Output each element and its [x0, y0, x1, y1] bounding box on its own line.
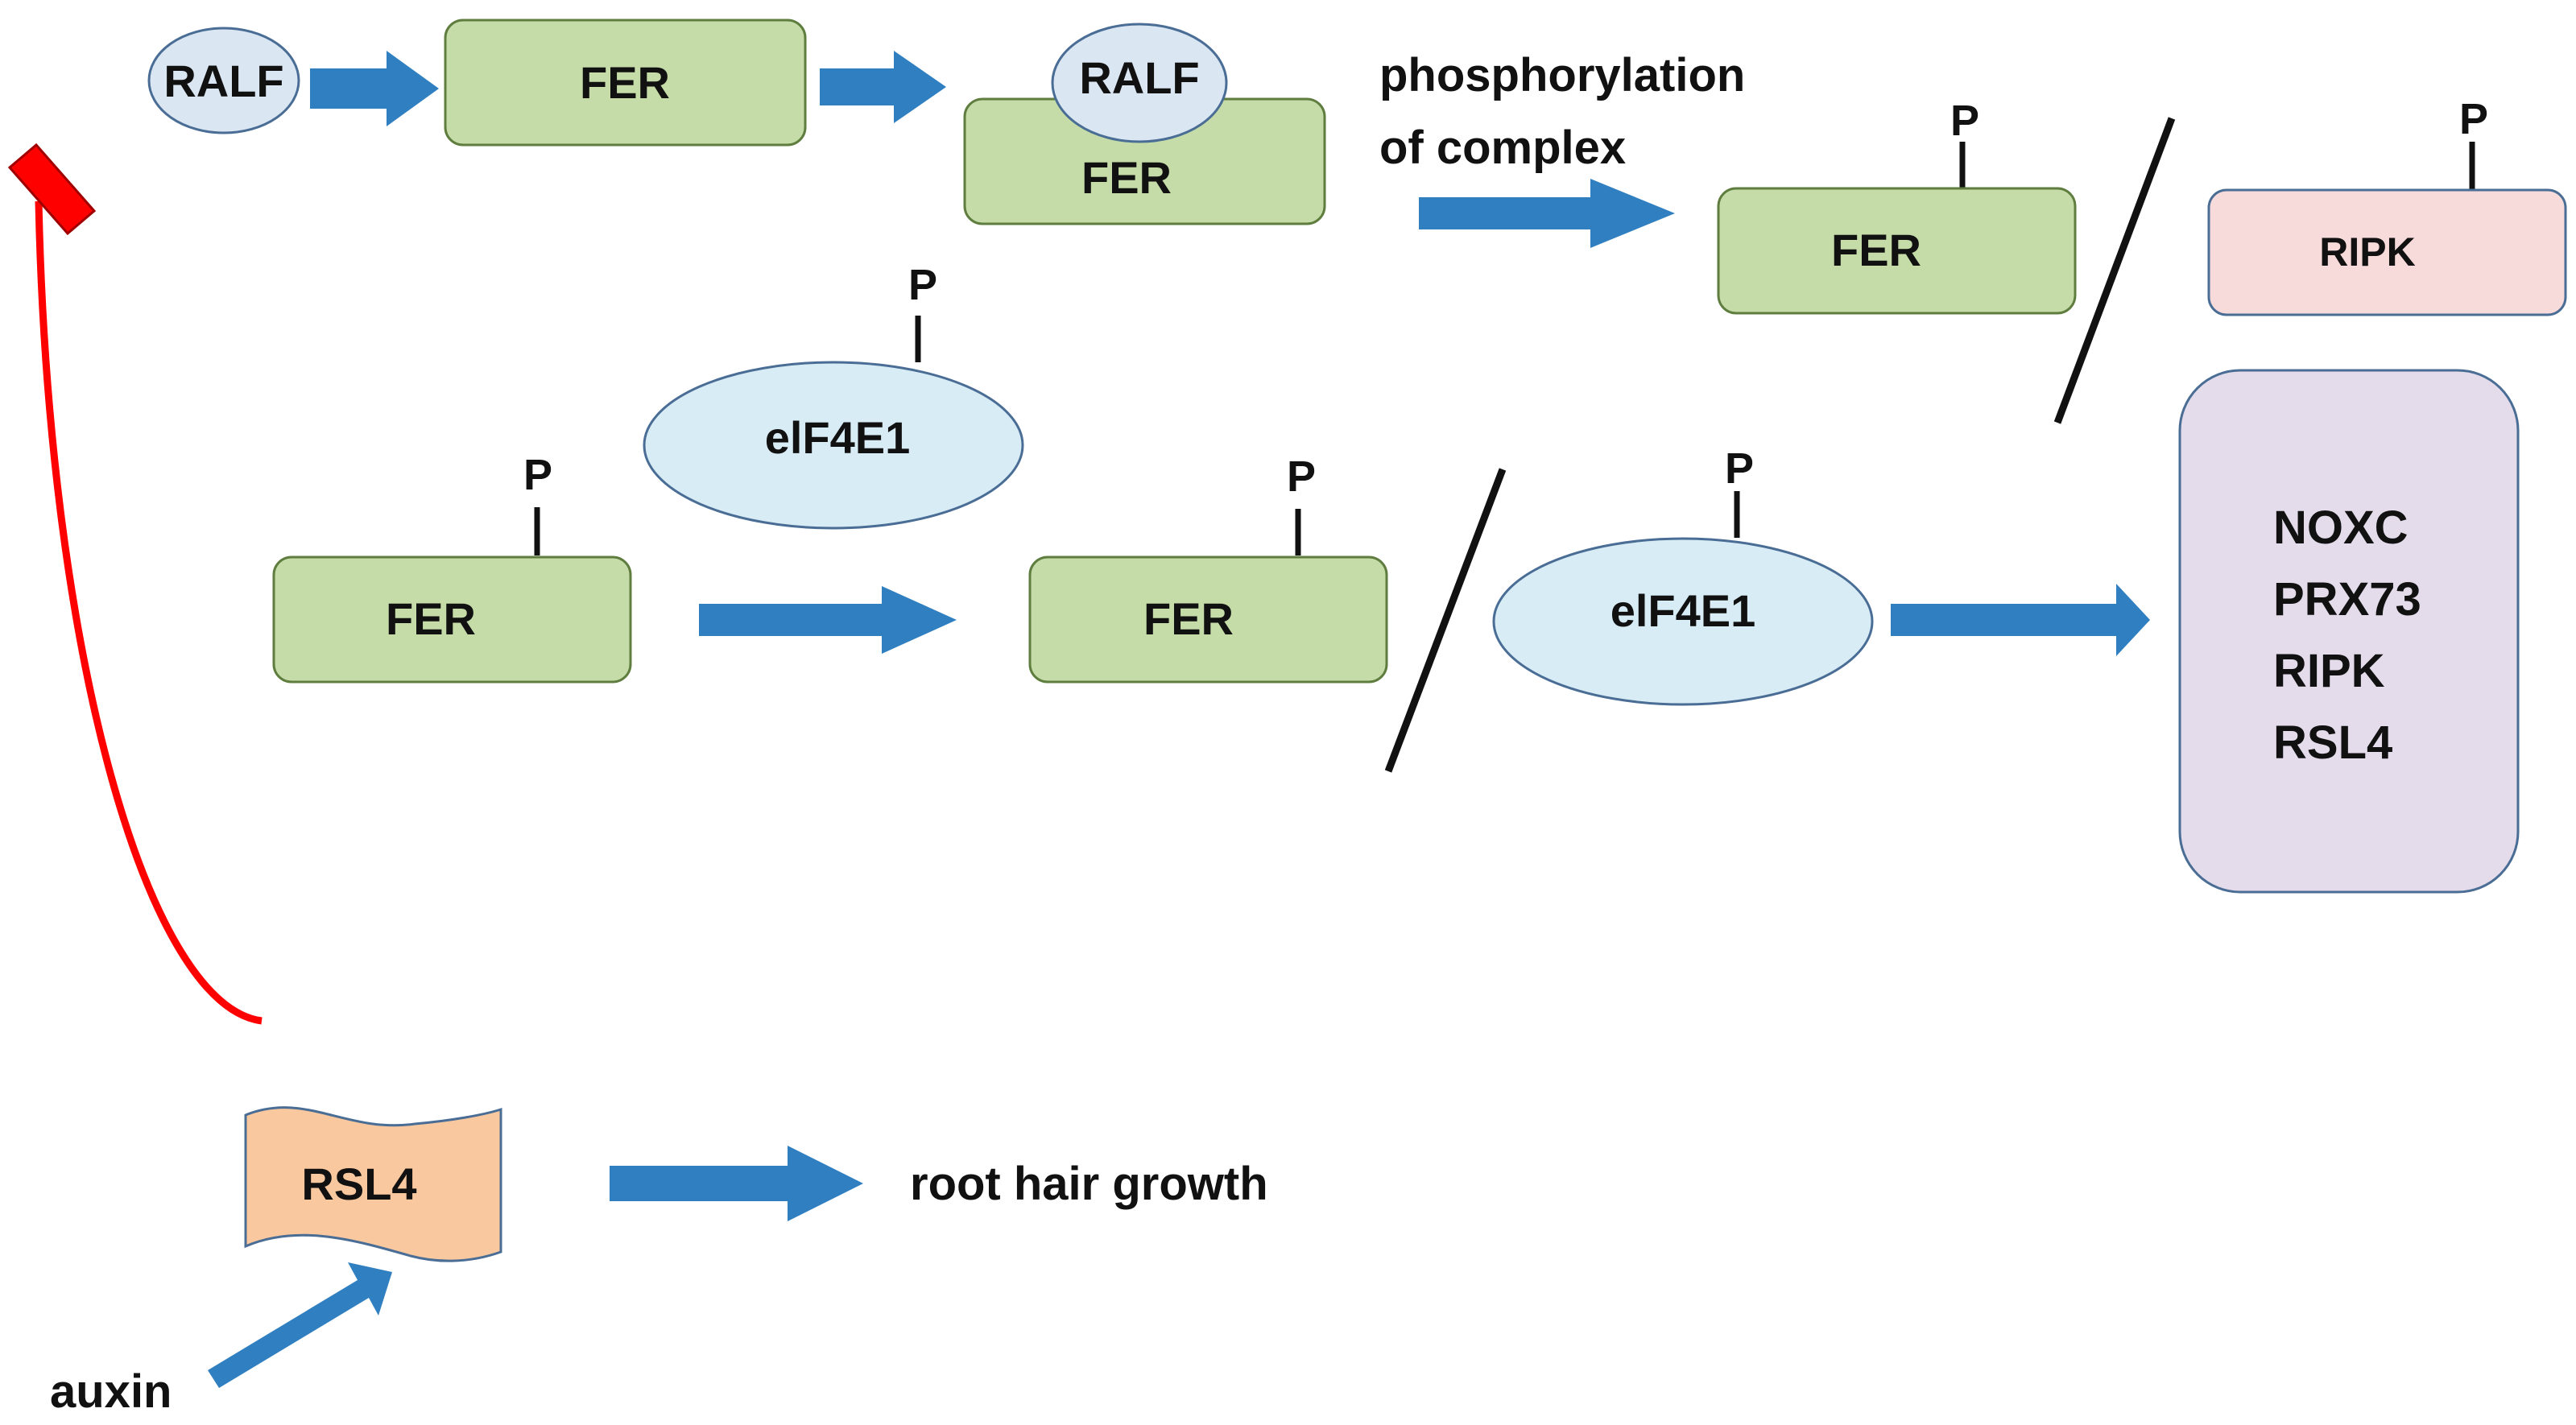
arrow-fer-to-fer — [699, 586, 957, 654]
eif-floating-label: elF4E1 — [765, 412, 911, 463]
arrow-auxin-to-rsl4 — [208, 1262, 392, 1388]
arrow-complex-to-fer-p — [1419, 179, 1675, 248]
fer-phosphorylated-mid-left: P FER — [272, 451, 632, 684]
complex-ralf-label: RALF — [1079, 52, 1199, 103]
root-hair-growth-label: root hair growth — [910, 1158, 1268, 1210]
rsl4-label: RSL4 — [301, 1159, 416, 1209]
separator-slash-top — [2053, 117, 2176, 424]
fer-mid-right-p-tag: P — [1287, 452, 1316, 501]
target-genes-box: NOXC PRX73 RIPK RSL4 — [2178, 369, 2520, 894]
fer-phosphorylated-mid-right: P FER — [1028, 452, 1388, 684]
arrow-eif-to-targets — [1891, 584, 2150, 656]
fer-node: FER — [444, 19, 807, 147]
eif-mid-p-tag: P — [1725, 444, 1754, 493]
inhibition-curve — [35, 200, 263, 1025]
ripk-top-p-tag: P — [2459, 95, 2488, 143]
eif4e1-phosphorylated-mid: P elF4E1 — [1492, 444, 1874, 706]
ralf-fer-complex: FER RALF — [963, 23, 1326, 225]
arrow-rsl4-to-root-hair — [610, 1146, 863, 1221]
eif-mid-label: elF4E1 — [1611, 585, 1756, 636]
target-gene-prx73: PRX73 — [2273, 573, 2421, 626]
arrow-ralf-to-fer — [310, 51, 439, 126]
fer-mid-left-label: FER — [386, 593, 476, 644]
ripk-top-label: RIPK — [2319, 229, 2415, 275]
target-gene-noxc: NOXC — [2273, 502, 2409, 554]
fer-label: FER — [580, 57, 670, 108]
fer-top-p-tag: P — [1950, 97, 1979, 145]
fer-phosphorylated-top: P FER — [1717, 97, 2077, 315]
phosphorylation-caption-line2: of complex — [1379, 122, 1626, 174]
ralf-label: RALF — [163, 56, 283, 106]
ripk-phosphorylated-top: P RIPK — [2207, 95, 2567, 316]
inhibition-bar — [7, 142, 97, 236]
phosphorylation-caption-line1: phosphorylation — [1379, 49, 1745, 101]
separator-slash-mid — [1384, 468, 1507, 773]
eif4e1-floating: P elF4E1 — [643, 261, 1024, 530]
target-gene-ripk: RIPK — [2273, 645, 2385, 697]
fer-mid-left-p-tag: P — [523, 451, 552, 499]
fer-mid-right-label: FER — [1143, 593, 1234, 644]
rsl4-node: RSL4 — [244, 1106, 502, 1262]
complex-fer-label: FER — [1081, 152, 1172, 203]
ralf-node: RALF — [147, 27, 300, 134]
fer-top-label: FER — [1831, 225, 1921, 275]
target-gene-rsl4: RSL4 — [2273, 717, 2392, 769]
arrow-fer-to-complex — [820, 51, 946, 123]
auxin-label: auxin — [50, 1365, 172, 1418]
eif-floating-p-tag: P — [908, 261, 937, 309]
